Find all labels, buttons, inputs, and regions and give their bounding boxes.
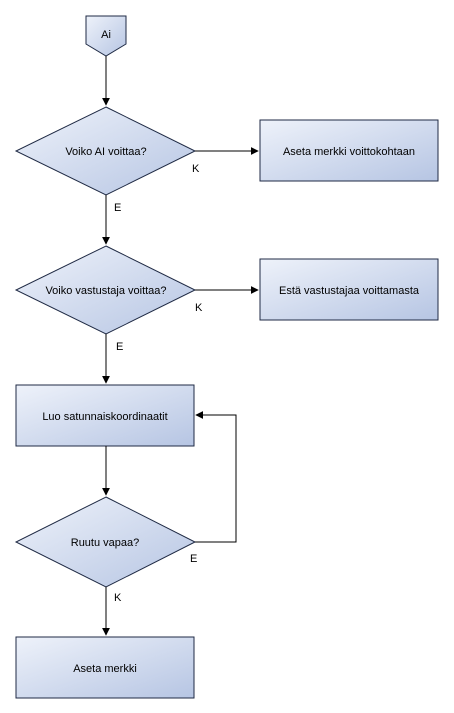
edge-cell-free-no-loop: [195, 411, 237, 543]
action-set-winning-mark-label: Aseta merkki voittokohtaan: [283, 146, 415, 158]
decision-cell-free-label: Ruutu vapaa?: [71, 537, 140, 549]
decision-ai-win-label: Voiko AI voittaa?: [65, 146, 146, 158]
action-set-winning-mark: [259, 119, 439, 182]
edge-label-cell-free-no: E: [190, 553, 197, 565]
edge-label-opp-win-no: E: [116, 341, 123, 353]
edge-label-ai-win-no: E: [114, 202, 121, 214]
action-set-mark: [15, 636, 195, 699]
action-random-coords-label: Luo satunnaiskoordinaatit: [42, 411, 167, 423]
edge-label-ai-win-yes: K: [192, 163, 200, 175]
start-node: [85, 15, 127, 57]
action-block-opponent: [259, 258, 439, 321]
edge-label-opp-win-yes: K: [195, 302, 203, 314]
action-set-mark-label: Aseta merkki: [73, 663, 137, 675]
edge-label-cell-free-yes: K: [114, 592, 122, 604]
decision-opponent-win-label: Voiko vastustaja voittaa?: [45, 285, 166, 297]
action-block-opponent-label: Estä vastustajaa voittamasta: [279, 285, 420, 297]
start-node-label: Ai: [101, 29, 111, 41]
action-random-coords: [15, 384, 195, 447]
